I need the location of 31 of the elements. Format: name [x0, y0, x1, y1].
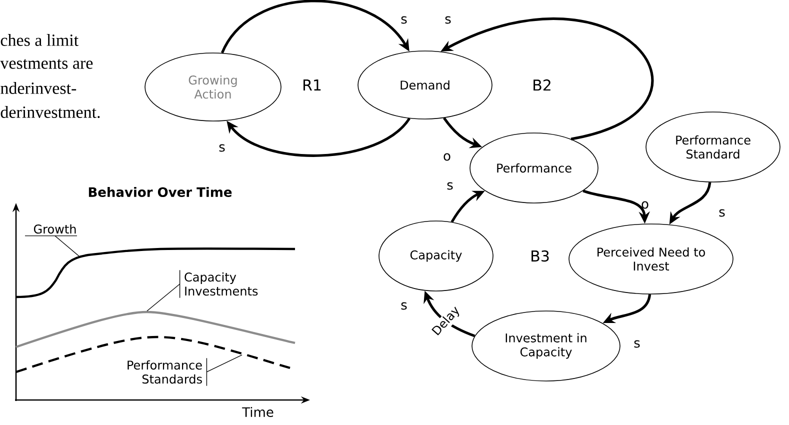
text-line: ches a limit: [0, 34, 78, 46]
leader-line: [206, 354, 242, 372]
ellipse-node: Performance Standard: [646, 112, 780, 182]
polarity-label: s: [401, 16, 407, 24]
ellipse-node: Capacity: [378, 220, 494, 292]
leader-line: [54, 235, 80, 258]
ellipse-node: Performance: [470, 132, 598, 204]
text-line: derinvestment.: [0, 106, 100, 118]
arrow: [221, 0, 410, 54]
text-line: vestments are: [0, 59, 93, 69]
loop-label: R1: [304, 80, 321, 90]
polarity-label: s: [719, 209, 725, 217]
axis-label: Time: [242, 406, 274, 418]
ellipse-node: Demand: [358, 50, 492, 120]
ellipse-node: Growing Action: [144, 52, 282, 122]
polarity-label: o: [444, 153, 450, 161]
chart-title: Behavior Over Time: [88, 186, 232, 198]
curve-label: Performance Standards: [128, 358, 208, 386]
leader-line: [146, 284, 180, 312]
polarity-label: o: [642, 201, 648, 209]
loop-label: B2: [534, 79, 550, 91]
loop-label: B3: [532, 250, 549, 262]
curve-label: Growth: [24, 224, 78, 236]
polarity-label: s: [445, 16, 451, 24]
curve-label: Capacity Investments: [179, 270, 258, 298]
ellipse-node: Investment in Capacity: [472, 310, 620, 382]
text-line: nderinvest-: [0, 82, 76, 94]
polarity-label: s: [447, 182, 453, 190]
ellipse-node: Perceived Need to Invest: [568, 224, 734, 294]
polarity-label: s: [634, 340, 640, 348]
polarity-label: s: [219, 144, 225, 152]
